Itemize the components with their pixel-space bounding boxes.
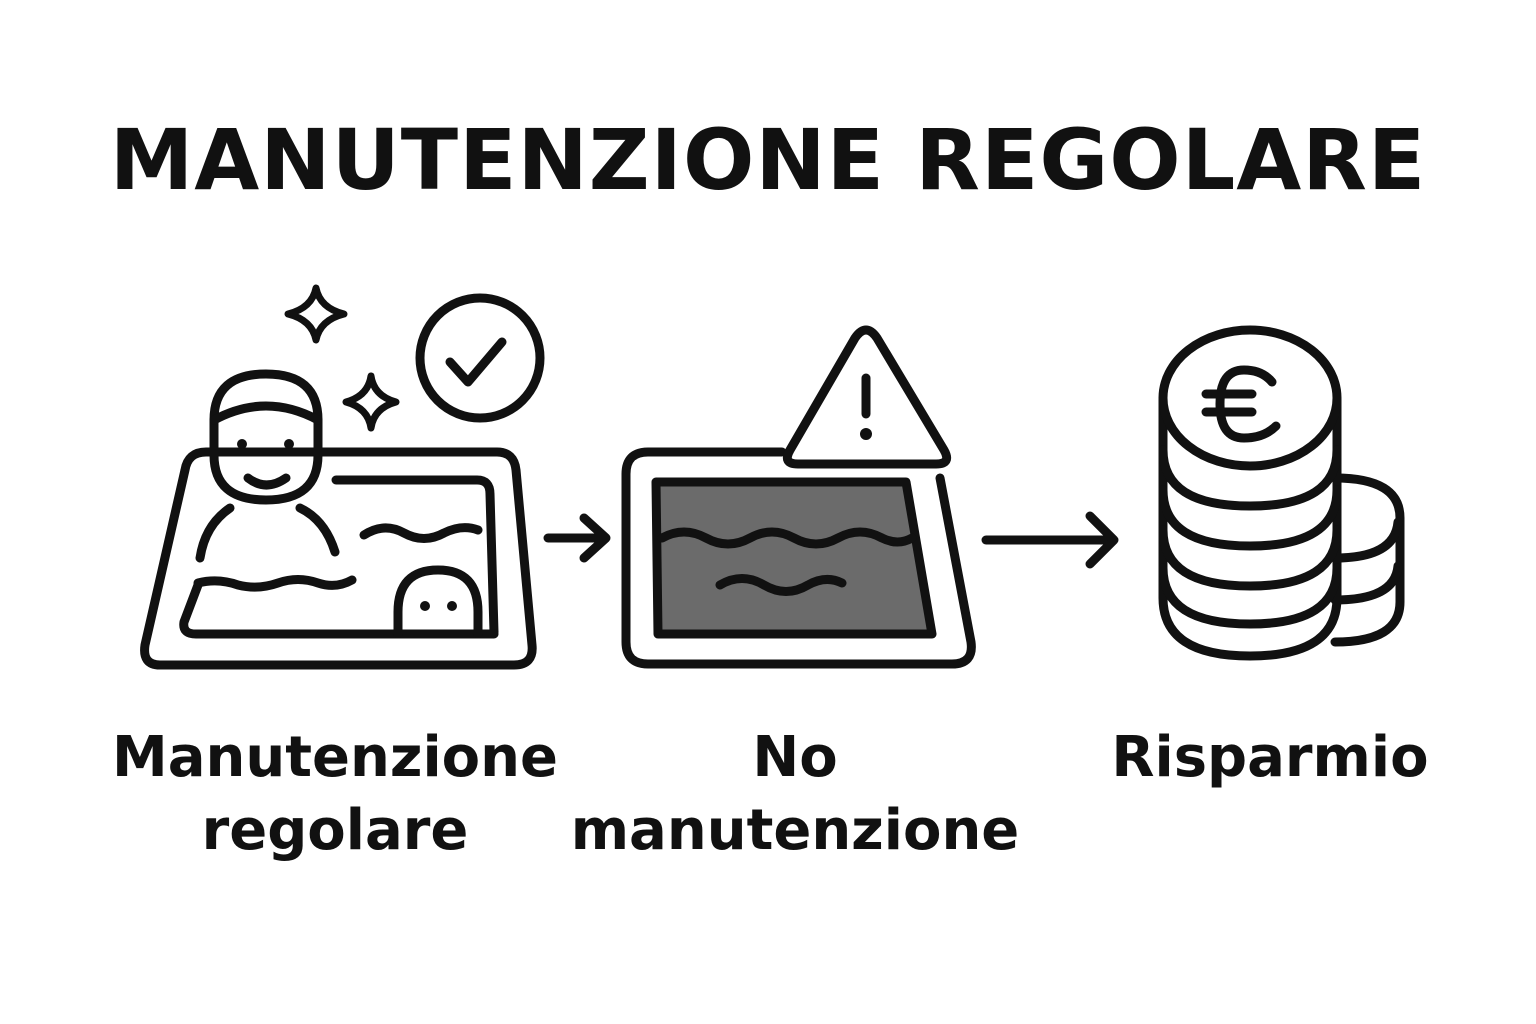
arrow-right-icon <box>543 513 611 563</box>
label-line: manutenzione <box>570 797 1020 863</box>
dirty-hot-tub-icon <box>621 447 976 669</box>
sparkle-icon <box>342 372 400 432</box>
label-line: No <box>752 725 838 790</box>
step-label-regular-maintenance: Manutenzione regolare <box>100 722 570 868</box>
page-title: MANUTENZIONE REGOLARE <box>109 111 1427 209</box>
euro-coin-stack-icon <box>1158 325 1405 661</box>
warning-icon <box>782 325 952 469</box>
label-line: Manutenzione <box>112 725 558 790</box>
step-label-savings: Risparmio <box>1070 722 1470 795</box>
step-label-no-maintenance: No manutenzione <box>560 722 1030 868</box>
clean-hot-tub-icon <box>140 369 537 670</box>
arrow-right-icon <box>981 511 1119 569</box>
sparkle-icon <box>284 284 348 344</box>
euro-icon <box>1201 365 1281 443</box>
label-line: Risparmio <box>1111 725 1429 790</box>
label-line: regolare <box>201 797 469 863</box>
checkmark-circle-icon <box>415 293 545 423</box>
